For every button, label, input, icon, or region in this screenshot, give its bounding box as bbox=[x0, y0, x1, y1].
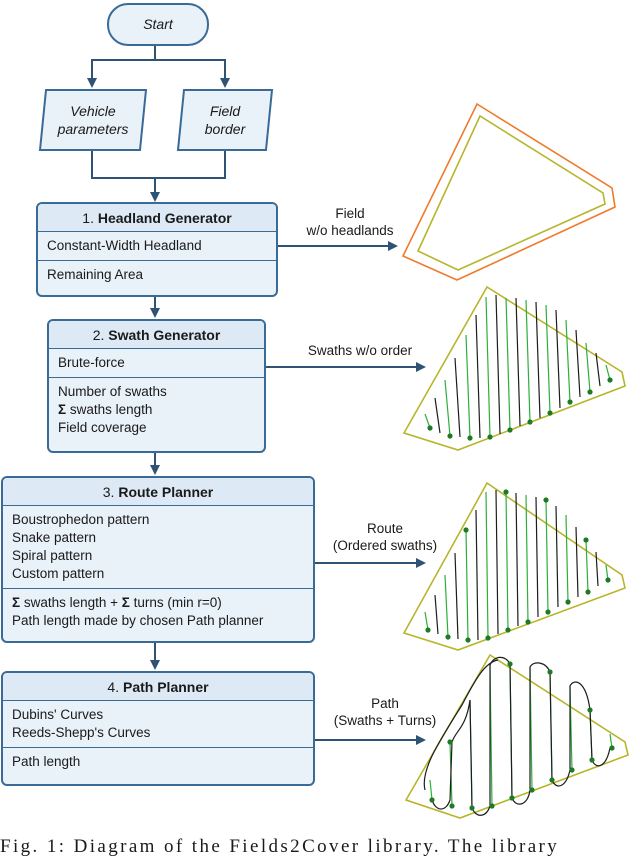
field-route-drawing bbox=[402, 481, 626, 651]
field-swaths-drawing bbox=[402, 285, 626, 451]
swath-generator-box: 2. Swath Generator Brute-force Number of… bbox=[47, 319, 266, 453]
route-planner-title: 3. Route Planner bbox=[3, 478, 313, 506]
path-curves: Dubins' Curves Reeds-Shepp's Curves bbox=[3, 701, 313, 748]
route-label: Route(Ordered swaths) bbox=[332, 521, 438, 553]
headland-remaining-area: Remaining Area bbox=[47, 267, 144, 282]
route-patterns: Boustrophedon pattern Snake pattern Spir… bbox=[3, 506, 313, 589]
route-costs: Σ swaths length + Σ turns (min r=0) Path… bbox=[12, 595, 264, 628]
headland-method: Constant-Width Headland bbox=[38, 232, 276, 261]
field-path-drawing bbox=[404, 653, 629, 819]
headland-generator-box: 1. Headland Generator Constant-Width Hea… bbox=[36, 202, 278, 297]
start-label: Start bbox=[143, 16, 173, 32]
swaths-without-order-label: Swaths w/o order bbox=[307, 343, 413, 358]
swath-cost-list: Number of swaths Σ swaths length Field c… bbox=[58, 384, 167, 435]
field-headland-drawing bbox=[401, 102, 616, 281]
path-cost: Path length bbox=[12, 754, 81, 769]
route-planner-box: 3. Route Planner Boustrophedon pattern S… bbox=[1, 476, 315, 643]
vehicle-parameters-shape bbox=[38, 89, 148, 151]
swath-algorithm: Brute-force bbox=[49, 349, 264, 378]
figure-caption: Fig. 1: Diagram of the Fields2Cover libr… bbox=[0, 836, 560, 857]
field-border-shape bbox=[176, 89, 274, 151]
path-label: Path(Swaths + Turns) bbox=[333, 696, 437, 728]
start-terminal bbox=[107, 3, 209, 46]
headland-generator-title: 1. Headland Generator bbox=[38, 204, 276, 232]
path-planner-title: 4. Path Planner bbox=[3, 673, 313, 701]
swath-generator-title: 2. Swath Generator bbox=[49, 321, 264, 349]
path-planner-box: 4. Path Planner Dubins' Curves Reeds-She… bbox=[1, 671, 315, 786]
